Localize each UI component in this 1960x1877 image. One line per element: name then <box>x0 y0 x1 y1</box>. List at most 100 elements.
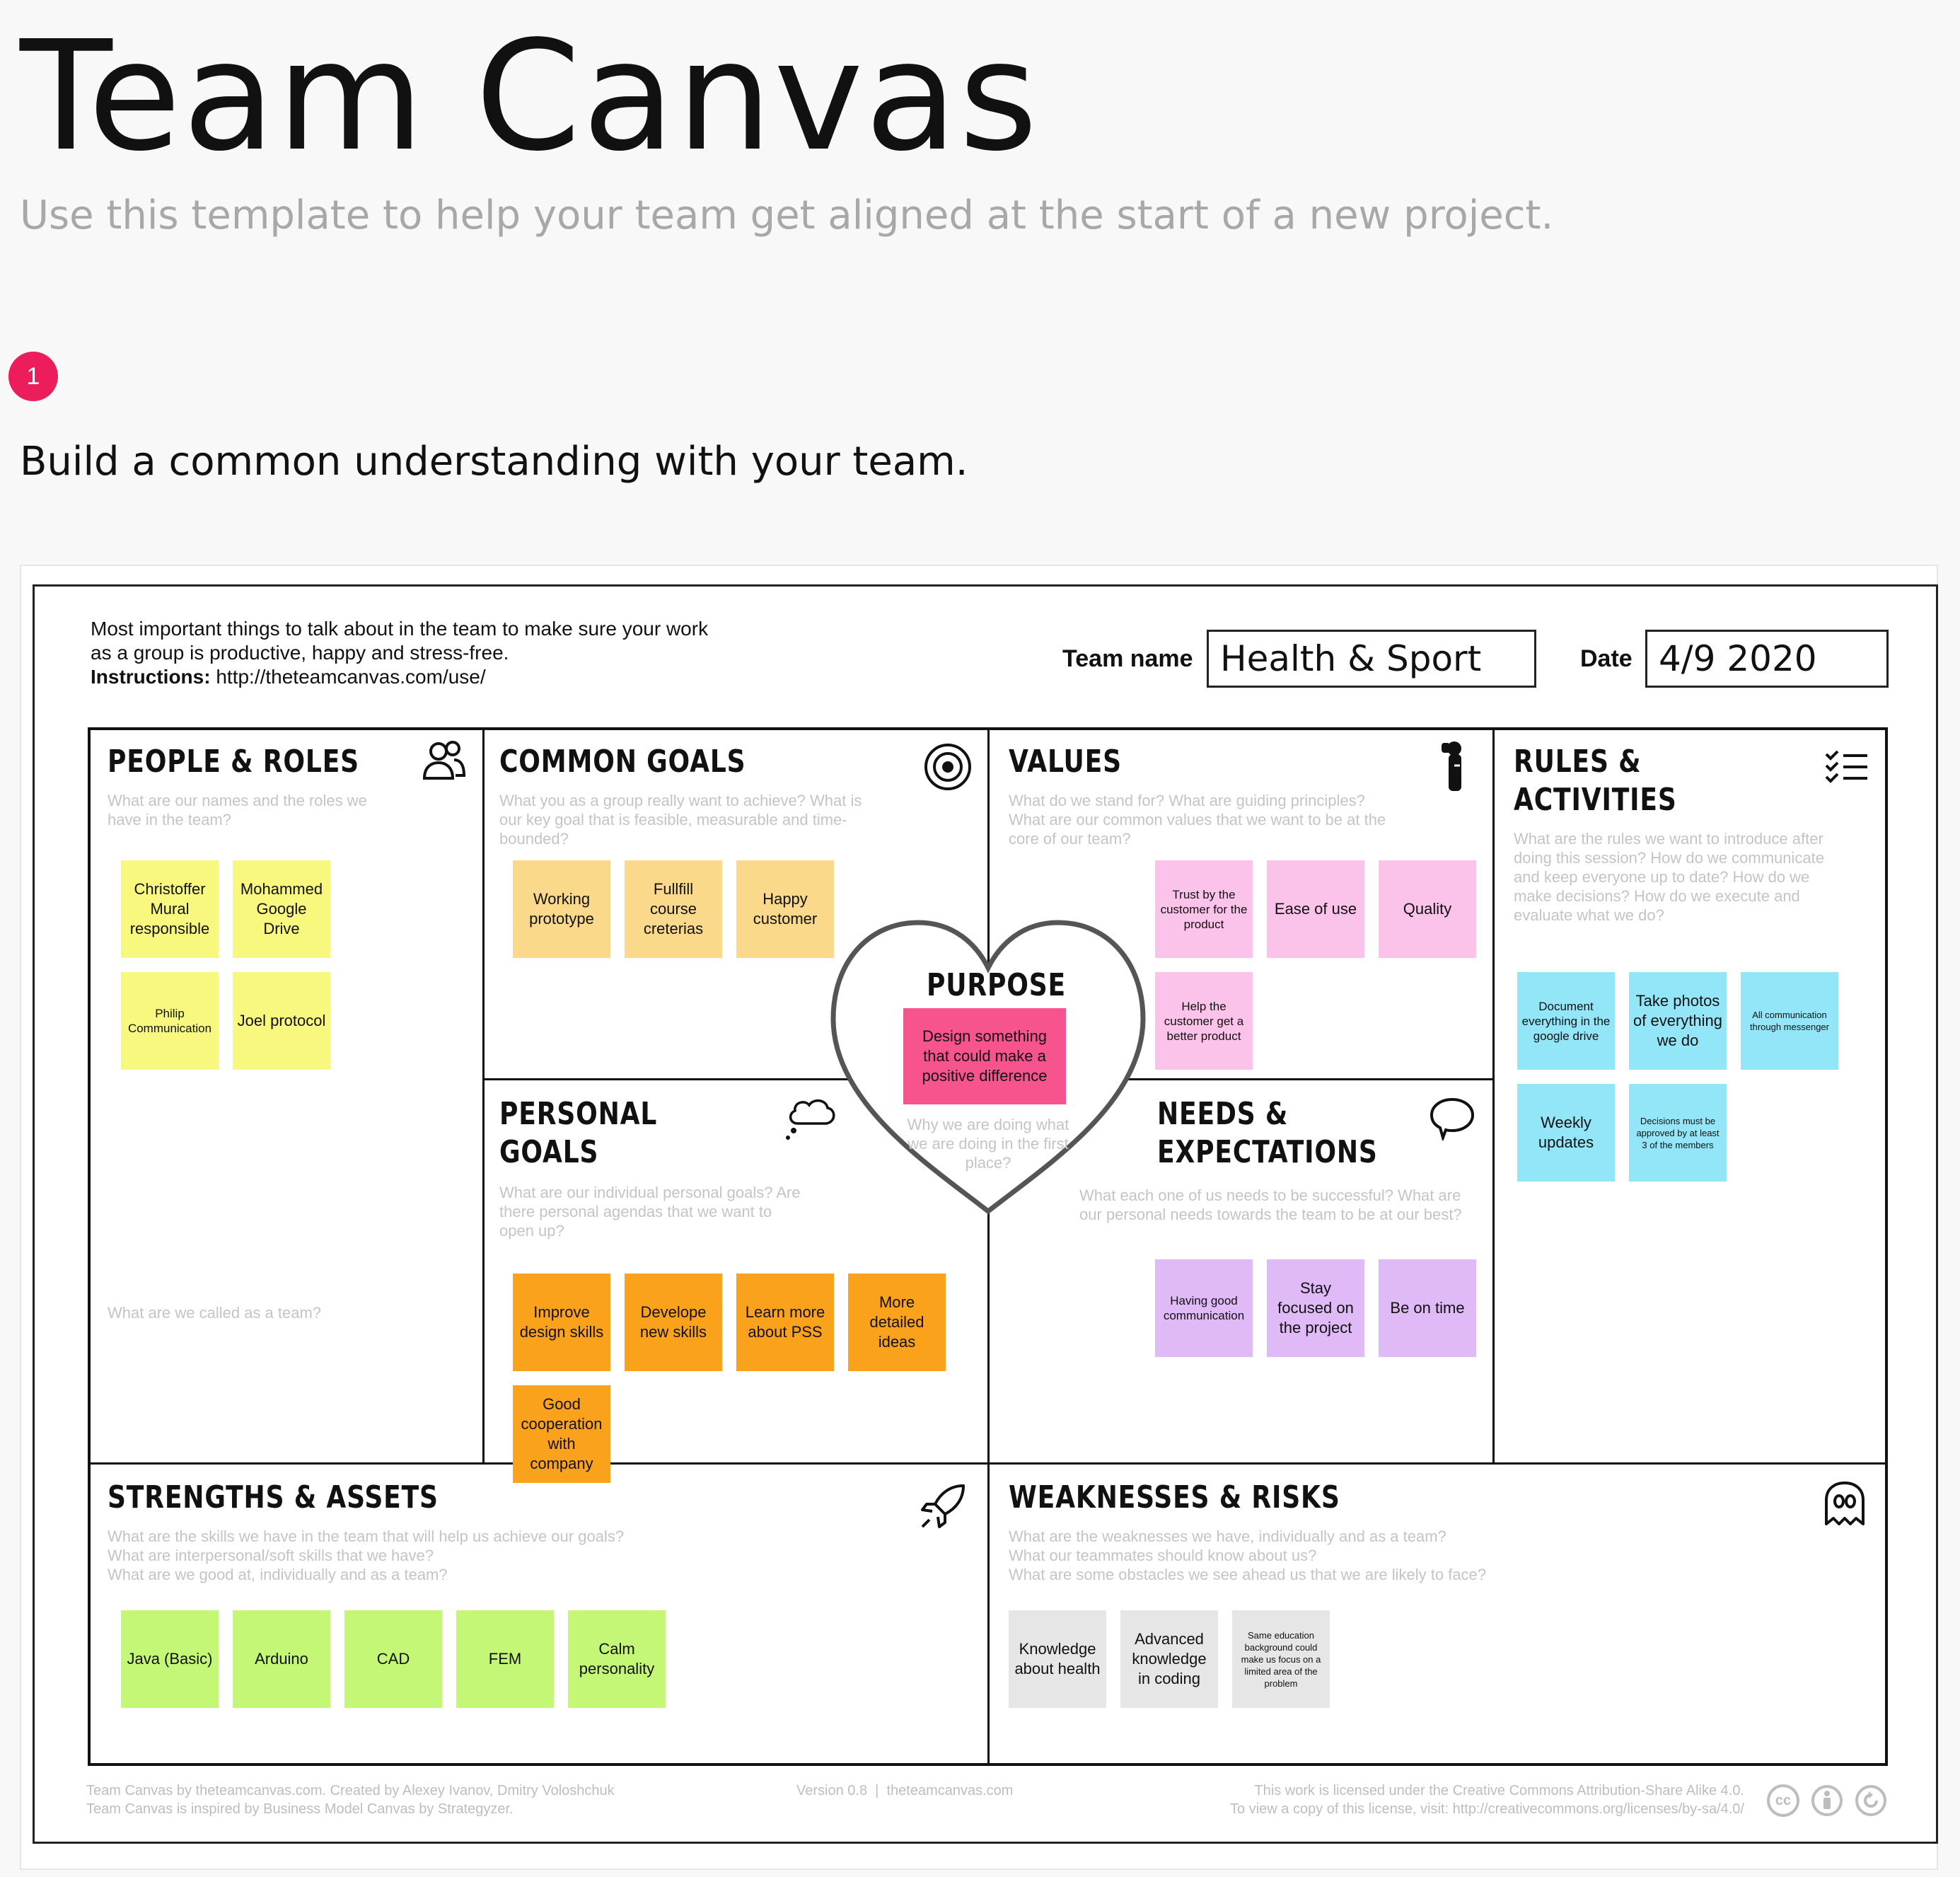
target-icon <box>924 744 971 790</box>
note-personal-4[interactable]: More detailed ideas <box>848 1274 946 1371</box>
strengths-hint-line-3: What are we good at, individually and as… <box>108 1566 448 1583</box>
page-title: Team Canvas <box>20 8 1040 185</box>
divider-v1 <box>482 727 485 1463</box>
footer-credit-1: Team Canvas by theteamcanvas.com. Create… <box>86 1783 615 1798</box>
section-title-personal-goals: PERSONAL GOALS <box>499 1095 657 1172</box>
date-label: Date <box>1580 645 1633 672</box>
section-hint-strengths: What are the skills we have in the team … <box>108 1527 815 1584</box>
note-weakness-1[interactable]: Knowledge about health <box>1009 1610 1106 1708</box>
section-title-strengths: STRENGTHS & ASSETS <box>108 1479 439 1515</box>
note-rule-4[interactable]: Weekly updates <box>1517 1084 1615 1182</box>
footer-credit-2: Team Canvas is inspired by Business Mode… <box>86 1801 514 1817</box>
note-personal-2[interactable]: Develope new skills <box>625 1274 722 1371</box>
section-title-purpose: PURPOSE <box>927 967 1067 1003</box>
team-name-label: Team name <box>1062 645 1193 672</box>
divider-v2 <box>987 727 990 1766</box>
divider-h-bottom <box>88 1462 1888 1465</box>
section-hint-needs: What each one of us needs to be successf… <box>1079 1186 1462 1223</box>
footer-credits: Team Canvas by theteamcanvas.com. Create… <box>86 1781 615 1818</box>
note-goal-3[interactable]: Happy customer <box>736 860 834 958</box>
strengths-hint-line-2: What are interpersonal/soft skills that … <box>108 1547 434 1564</box>
step-heading: Build a common understanding with your t… <box>20 439 968 485</box>
footer-version: Version 0.8 | theteamcanvas.com <box>796 1783 1014 1798</box>
note-goal-2[interactable]: Fullfill course creterias <box>625 860 722 958</box>
note-personal-1[interactable]: Improve design skills <box>513 1274 610 1371</box>
weaknesses-hint-line-3: What are some obstacles we see ahead us … <box>1009 1566 1487 1583</box>
note-people-3[interactable]: Philip Communication <box>121 972 219 1070</box>
rocket-icon <box>921 1484 965 1528</box>
footer-license-2: To view a copy of this license, visit: h… <box>1230 1801 1744 1817</box>
team-called-hint: What are we called as a team? <box>108 1304 322 1322</box>
footer-license-1: This work is licensed under the Creative… <box>1254 1783 1744 1798</box>
intro-line-1: Most important things to talk about in t… <box>91 618 709 640</box>
note-need-1[interactable]: Having good communication <box>1155 1259 1253 1357</box>
weaknesses-hint-line-1: What are the weaknesses we have, individ… <box>1009 1527 1446 1545</box>
intro-line-2: as a group is productive, happy and stre… <box>91 642 509 664</box>
section-hint-common-goals: What you as a group really want to achie… <box>499 792 862 848</box>
by-icon <box>1811 1785 1843 1816</box>
cc-icon: cc <box>1767 1784 1799 1817</box>
divider-v3 <box>1492 727 1495 1463</box>
ghost-icon <box>1825 1482 1865 1525</box>
note-rule-3[interactable]: All communication through messenger <box>1741 972 1838 1070</box>
needs-title-line-2: EXPECTATIONS <box>1157 1134 1378 1170</box>
note-value-2[interactable]: Ease of use <box>1267 860 1364 958</box>
rules-title-line-1: RULES & <box>1514 744 1642 780</box>
footer-license: This work is licensed under the Creative… <box>1061 1781 1744 1818</box>
needs-title-line-1: NEEDS & <box>1157 1096 1289 1132</box>
canvas-intro: Most important things to talk about in t… <box>91 617 798 689</box>
note-strength-5[interactable]: Calm personality <box>568 1610 666 1708</box>
personal-title-line-2: GOALS <box>499 1134 599 1170</box>
note-weakness-2[interactable]: Advanced knowledge in coding <box>1120 1610 1218 1708</box>
section-title-common-goals: COMMON GOALS <box>499 744 746 780</box>
note-need-2[interactable]: Stay focused on the project <box>1267 1259 1364 1357</box>
note-rule-2[interactable]: Take photos of everything we do <box>1629 972 1727 1070</box>
section-hint-rules: What are the rules we want to introduce … <box>1514 830 1825 924</box>
note-people-1[interactable]: Christoffer Mural responsible <box>121 860 219 958</box>
note-goal-1[interactable]: Working prototype <box>513 860 610 958</box>
note-value-1[interactable]: Trust by the customer for the product <box>1155 860 1253 958</box>
section-hint-people-roles: What are our names and the roles we have… <box>108 792 367 828</box>
note-rule-1[interactable]: Document everything in the google drive <box>1517 972 1615 1070</box>
page-subtitle: Use this template to help your team get … <box>20 192 1554 238</box>
thought-cloud-icon <box>786 1099 835 1140</box>
note-strength-3[interactable]: CAD <box>344 1610 442 1708</box>
sa-icon <box>1855 1785 1886 1816</box>
section-title-weaknesses: WEAKNESSES & RISKS <box>1009 1479 1340 1515</box>
personal-title-line-1: PERSONAL <box>499 1096 658 1132</box>
note-need-3[interactable]: Be on time <box>1379 1259 1476 1357</box>
team-name-field[interactable]: Health & Sport <box>1207 630 1536 688</box>
rules-title-line-2: ACTIVITIES <box>1514 782 1677 818</box>
section-hint-personal-goals: What are our individual personal goals? … <box>499 1184 801 1240</box>
note-value-3[interactable]: Quality <box>1379 860 1476 958</box>
date-field[interactable]: 4/9 2020 <box>1645 630 1889 688</box>
section-title-people-roles: PEOPLE & ROLES <box>108 744 359 780</box>
section-hint-purpose: Why we are doing what we are doing in th… <box>907 1116 1069 1172</box>
note-personal-3[interactable]: Learn more about PSS <box>736 1274 834 1371</box>
note-value-4[interactable]: Help the customer get a better product <box>1155 972 1253 1070</box>
section-hint-values: What do we stand for? What are guiding p… <box>1009 792 1386 848</box>
instructions-label: Instructions: <box>91 666 211 688</box>
section-hint-weaknesses: What are the weaknesses we have, individ… <box>1009 1527 1787 1584</box>
section-title-needs: NEEDS & EXPECTATIONS <box>1157 1095 1378 1172</box>
speech-bubble-icon <box>1430 1097 1475 1140</box>
note-people-4[interactable]: Joel protocol <box>233 972 330 1070</box>
section-title-values: VALUES <box>1009 744 1122 780</box>
note-strength-2[interactable]: Arduino <box>233 1610 330 1708</box>
step-badge: 1 <box>8 352 58 401</box>
strengths-hint-line-1: What are the skills we have in the team … <box>108 1527 625 1545</box>
note-strength-4[interactable]: FEM <box>456 1610 554 1708</box>
note-weakness-3[interactable]: Same education background could make us … <box>1232 1610 1330 1708</box>
note-rule-5[interactable]: Decisions must be approved by at least 3… <box>1629 1084 1727 1182</box>
weaknesses-hint-line-2: What our teammates should know about us? <box>1009 1547 1317 1564</box>
people-icon <box>422 741 465 780</box>
note-personal-5[interactable]: Good cooperation with company <box>513 1385 610 1483</box>
values-icon <box>1442 741 1461 791</box>
section-title-rules: RULES & ACTIVITIES <box>1514 743 1677 819</box>
note-people-2[interactable]: Mohammed Google Drive <box>233 860 330 958</box>
note-purpose[interactable]: Design something that could make a posit… <box>903 1008 1066 1104</box>
note-strength-1[interactable]: Java (Basic) <box>121 1610 219 1708</box>
checklist-icon <box>1825 750 1867 783</box>
instructions-link[interactable]: http://theteamcanvas.com/use/ <box>210 666 486 688</box>
instructions-line: Instructions: http://theteamcanvas.com/u… <box>91 665 798 689</box>
